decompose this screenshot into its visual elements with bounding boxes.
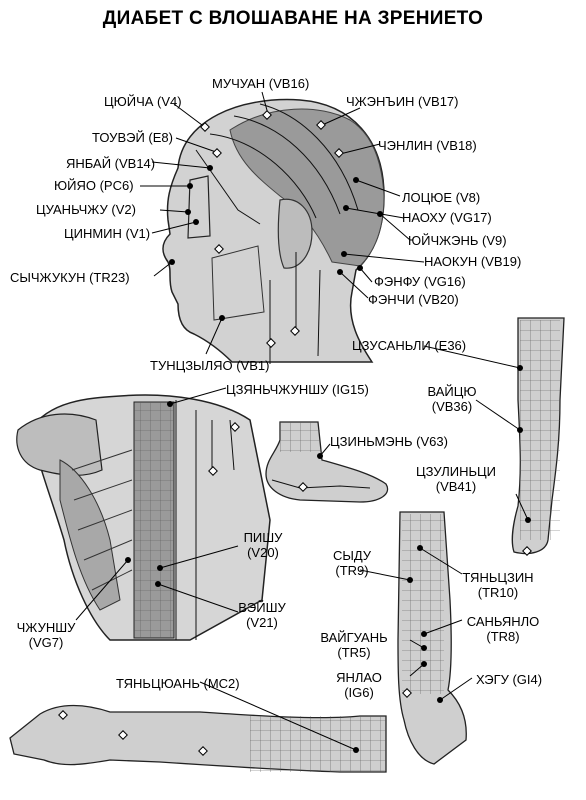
head-figure xyxy=(162,98,385,364)
foot-figure xyxy=(265,421,389,503)
label-tr8-code: (TR8) xyxy=(486,629,520,644)
label-v20-code: (V20) xyxy=(247,545,279,560)
label-e36: ЦЗУСАНЬЛИ (E36) xyxy=(352,338,467,353)
label-vb1: ТУНЦЗЫЛЯО (VB1) xyxy=(150,358,270,373)
label-tr10: ТЯНЬЦЗИН (TR10) xyxy=(456,570,540,600)
label-tr5-name: ВАЙГУАНЬ xyxy=(320,630,388,645)
label-v21-name: ВЭЙШУ xyxy=(238,600,286,615)
label-tr8: САНЬЯНЛО (TR8) xyxy=(458,614,548,644)
label-v2: ЦУАНЬЧЖУ (V2) xyxy=(36,202,136,217)
label-vb36-name: ВАЙЦЮ xyxy=(427,384,477,399)
diagram-title: ДИАБЕТ С ВЛОШАВАНЕ НА ЗРЕНИЕТО xyxy=(102,8,484,29)
label-tr8-name: САНЬЯНЛО xyxy=(466,614,540,629)
label-v21: ВЭЙШУ (V21) xyxy=(226,600,298,630)
label-ig15: ЦЗЯНЬЧЖУНШУ (IG15) xyxy=(226,382,369,397)
label-ig6: ЯНЛАО (IG6) xyxy=(326,670,392,700)
leg-figure xyxy=(511,317,565,555)
label-vg16: ФЭНФУ (VG16) xyxy=(374,274,466,289)
label-vg7-code: (VG7) xyxy=(28,635,64,650)
label-tr10-code: (TR10) xyxy=(477,585,519,600)
label-vg7-name: ЧЖУНШУ xyxy=(16,620,76,635)
label-vg17: НАОХУ (VG17) xyxy=(402,210,492,225)
label-e8: ТОУВЭЙ (E8) xyxy=(92,130,173,145)
label-vb17: ЧЖЭНЪИН (VB17) xyxy=(346,94,459,109)
label-v1: ЦИНМИН (V1) xyxy=(64,226,151,241)
label-vb14: ЯНБАЙ (VB14) xyxy=(66,156,156,171)
label-v8: ЛОЦЮЕ (V8) xyxy=(402,190,481,205)
label-v20-name: ПИШУ xyxy=(243,530,283,545)
label-tr5-code: (TR5) xyxy=(337,645,371,660)
label-vb36: ВАЙЦЮ (VB36) xyxy=(410,384,494,414)
label-v63: ЦЗИНЬМЭНЬ (V63) xyxy=(330,434,448,449)
acupoint-markers xyxy=(58,110,532,756)
label-vb16: МУЧУАН (VB16) xyxy=(212,76,310,91)
label-vb41-name: ЦЗУЛИНЬЦИ xyxy=(416,464,496,479)
label-tr10-name: ТЯНЬЦЗИН xyxy=(462,570,534,585)
label-v9: ЮЙЧЖЭНЬ (V9) xyxy=(408,233,507,248)
forearm-figure xyxy=(397,511,467,765)
label-vb41-code: (VB41) xyxy=(435,479,477,494)
label-ig6-name: ЯНЛАО xyxy=(336,670,382,685)
label-vb18: ЧЭНЛИН (VB18) xyxy=(378,138,477,153)
label-ig6-code: (IG6) xyxy=(344,685,374,700)
label-vb41: ЦЗУЛИНЬЦИ (VB41) xyxy=(400,464,512,494)
label-tr9-name: СЫДУ xyxy=(332,548,372,563)
label-vb20: ФЭНЧИ (VB20) xyxy=(368,292,459,307)
label-tr23: СЫЧЖУКУН (TR23) xyxy=(10,270,130,285)
label-v21-code: (V21) xyxy=(246,615,278,630)
label-pc6: ЮЙЯО (PC6) xyxy=(54,178,134,193)
label-vb19: НАОКУН (VB19) xyxy=(424,254,522,269)
label-mc2: ТЯНЬЦЮАНЬ (MC2) xyxy=(116,676,240,691)
label-v4: ЦЮЙЧА (V4) xyxy=(104,94,182,109)
back-figure xyxy=(16,394,271,641)
label-tr9: СЫДУ (TR9) xyxy=(322,548,382,578)
label-tr5: ВАЙГУАНЬ (TR5) xyxy=(306,630,402,660)
label-tr9-code: (TR9) xyxy=(335,563,369,578)
label-vg7: ЧЖУНШУ (VG7) xyxy=(4,620,88,650)
leader-lines xyxy=(75,91,529,751)
label-gi4: ХЭГУ (GI4) xyxy=(476,672,543,687)
label-v20: ПИШУ (V20) xyxy=(228,530,298,560)
label-vb36-code: (VB36) xyxy=(431,399,473,414)
